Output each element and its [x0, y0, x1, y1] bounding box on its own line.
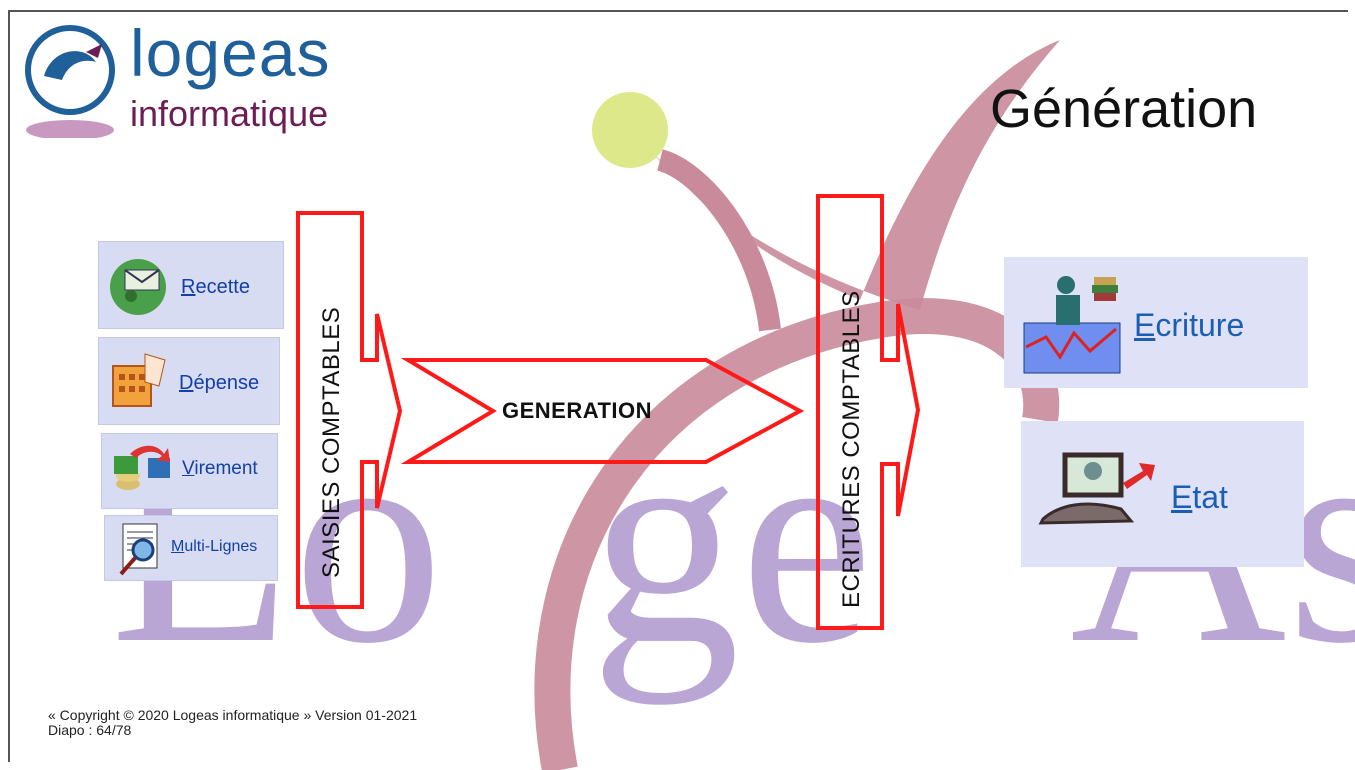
swoosh-stem [656, 149, 781, 332]
virement-button[interactable]: Virement [101, 433, 278, 509]
output-arrow [816, 194, 921, 630]
ecriture-label: Ecriture [1134, 307, 1245, 343]
brand-sub: informatique [130, 93, 329, 134]
depense-icon [112, 353, 166, 407]
footer: « Copyright © 2020 Logeas informatique »… [48, 708, 417, 738]
generation-label: GENERATION [502, 398, 653, 423]
logeas-logo-icon [25, 25, 115, 138]
slide-number: Diapo : 64/78 [48, 722, 132, 738]
saisies-comptables-label: SAISIES COMPTABLES [318, 306, 345, 578]
recette-label: Recette [181, 276, 250, 298]
virement-label: Virement [182, 458, 258, 479]
multi-lignes-icon [119, 523, 158, 576]
depense-button[interactable]: Dépense [98, 337, 280, 425]
virement-icon [114, 445, 170, 490]
ecriture-button[interactable]: Ecriture [1004, 257, 1308, 388]
multi-lignes-button[interactable]: Multi-Lignes [104, 515, 278, 581]
generation-chevron [400, 358, 805, 464]
multi-lignes-label: Multi-Lignes [171, 538, 258, 555]
copyright-text: « Copyright © 2020 Logeas informatique »… [48, 707, 418, 723]
ecritures-comptables-label: ECRITURES COMPTABLES [838, 290, 865, 608]
etat-label: Etat [1171, 479, 1228, 515]
etat-icon [1038, 452, 1155, 525]
ecriture-icon [1023, 276, 1121, 374]
slide-frame [8, 10, 1348, 762]
depense-label: Dépense [179, 372, 260, 394]
brand-name: logeas [130, 16, 331, 90]
recette-button[interactable]: Recette [98, 241, 284, 329]
input-arrow [296, 211, 403, 609]
recette-icon [110, 259, 166, 315]
slide-title: Génération [990, 79, 1258, 139]
etat-button[interactable]: Etat [1021, 421, 1304, 567]
green-dot [592, 92, 668, 168]
